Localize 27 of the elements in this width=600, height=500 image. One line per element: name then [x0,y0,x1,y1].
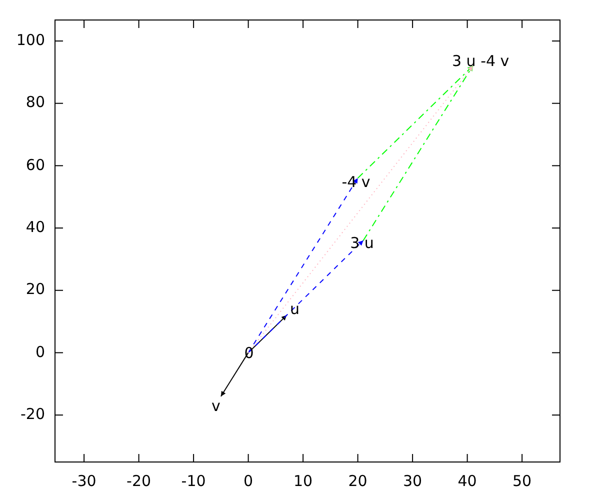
vector-arrow [248,178,358,354]
tick-label: 50 [512,473,532,490]
vector-arrow [248,65,474,354]
vector-label: u [290,301,300,318]
tick-label: -30 [72,473,96,490]
vector-label: -4 v [342,174,370,191]
tick-label: 100 [16,32,45,49]
tick-label: 0 [35,344,45,361]
vector-arrow [362,65,474,241]
tick-label: 40 [26,219,45,236]
tick-label: 20 [348,473,368,490]
tick-label: 10 [294,473,313,490]
vector-arrow [357,65,474,179]
vector-label: v [212,398,220,415]
tick-label: -10 [181,473,206,490]
tick-label: 60 [26,156,45,174]
vector-label: 3 u -4 v [452,53,510,70]
tick-label: -20 [126,473,152,490]
vector-arrow [220,352,249,397]
tick-label: 0 [244,473,254,490]
tick-label: -20 [20,406,45,424]
tick-label: 80 [26,94,45,112]
tick-label: 20 [26,281,45,298]
vector-label: 3 u [350,235,374,252]
tick-label: 40 [458,473,477,490]
tick-label: 30 [403,473,422,490]
vector-arrow [248,240,364,354]
